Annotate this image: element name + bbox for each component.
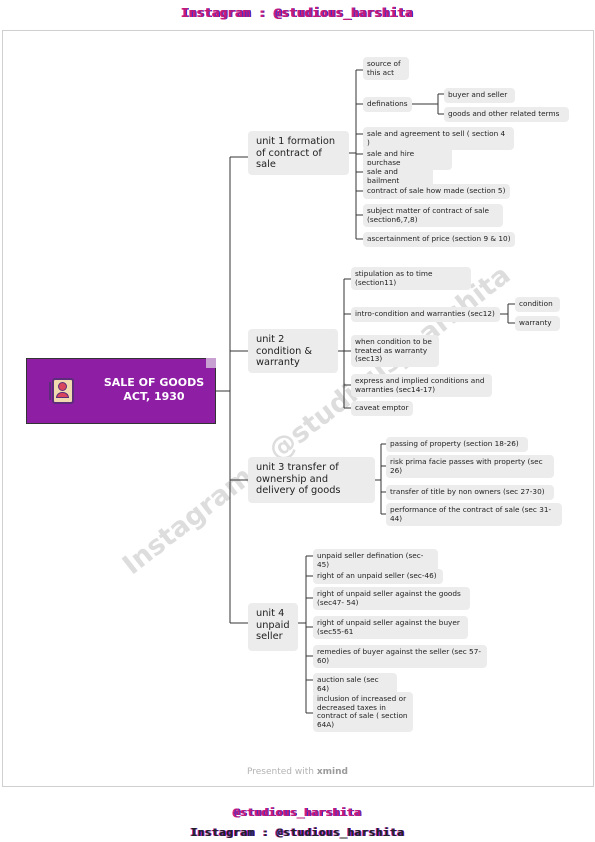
unit-4-item[interactable]: auction sale (sec 64) — [313, 673, 397, 697]
unit-1-item[interactable]: subject matter of contract of sale (sect… — [363, 204, 503, 228]
header-instagram-handle: Instagram : @studious_harshita — [181, 6, 414, 20]
unit-4-item[interactable]: inclusion of increased or decreased taxe… — [313, 692, 413, 733]
unit-1-item[interactable]: definations — [363, 97, 412, 112]
unit-4-item[interactable]: right of unpaid seller against the goods… — [313, 587, 470, 611]
mindmap-canvas — [2, 30, 594, 787]
unit-4-item[interactable]: right of an unpaid seller (sec-46) — [313, 569, 443, 584]
unit-3-item[interactable]: transfer of title by non owners (sec 27-… — [386, 485, 554, 500]
unit-4-item[interactable]: right of unpaid seller against the buyer… — [313, 616, 468, 640]
unit-1-item[interactable]: contract of sale how made (section 5) — [363, 184, 510, 199]
root-title: SALE OF GOODS ACT, 1930 — [103, 376, 205, 403]
unit-4-item[interactable]: unpaid seller defination (sec-45) — [313, 549, 438, 573]
presented-with-xmind: Presented with xmind — [247, 767, 348, 777]
unit-3-item[interactable]: risk prima facie passes with property (s… — [386, 455, 554, 479]
unit-4-node[interactable]: unit 4 unpaid seller — [248, 603, 298, 651]
unit-3-item[interactable]: passing of property (section 18-26) — [386, 437, 528, 452]
unit-2-item[interactable]: caveat emptor — [351, 401, 413, 416]
unit-1-item[interactable]: sale and agreement to sell ( section 4 ) — [363, 127, 514, 151]
unit-3-item[interactable]: performance of the contract of sale (sec… — [386, 503, 562, 527]
unit-1-item[interactable]: ascertainment of price (section 9 & 10) — [363, 232, 515, 247]
footer-handle: @studious_harshita — [233, 806, 362, 819]
unit-1-subitem[interactable]: goods and other related terms — [444, 107, 569, 122]
root-topic[interactable] — [26, 358, 216, 424]
root-fold-corner — [206, 358, 216, 368]
unit-1-node[interactable]: unit 1 formation of contract of sale — [248, 131, 349, 175]
unit-4-item[interactable]: remedies of buyer against the seller (se… — [313, 645, 487, 669]
unit-2-item[interactable]: stipulation as to time (section11) — [351, 267, 471, 291]
unit-3-node[interactable]: unit 3 transfer of ownership and deliver… — [248, 457, 375, 503]
unit-1-item[interactable]: sale and bailment — [363, 165, 433, 189]
unit-2-subitem[interactable]: condition — [515, 297, 560, 312]
unit-1-item[interactable]: source of this act — [363, 57, 409, 81]
unit-2-subitem[interactable]: warranty — [515, 316, 560, 331]
unit-2-item[interactable]: when condition to be treated as warranty… — [351, 335, 439, 367]
unit-1-item[interactable]: sale and hire purchase — [363, 147, 452, 171]
unit-2-item[interactable]: intro-condition and warranties (sec12) — [351, 307, 500, 322]
unit-1-subitem[interactable]: buyer and seller — [444, 88, 515, 103]
unit-2-item[interactable]: express and implied conditions and warra… — [351, 374, 492, 398]
unit-2-node[interactable]: unit 2 condition & warranty — [248, 329, 338, 373]
footer-instagram-handle: Instagram : @studious_harshita — [190, 826, 405, 839]
